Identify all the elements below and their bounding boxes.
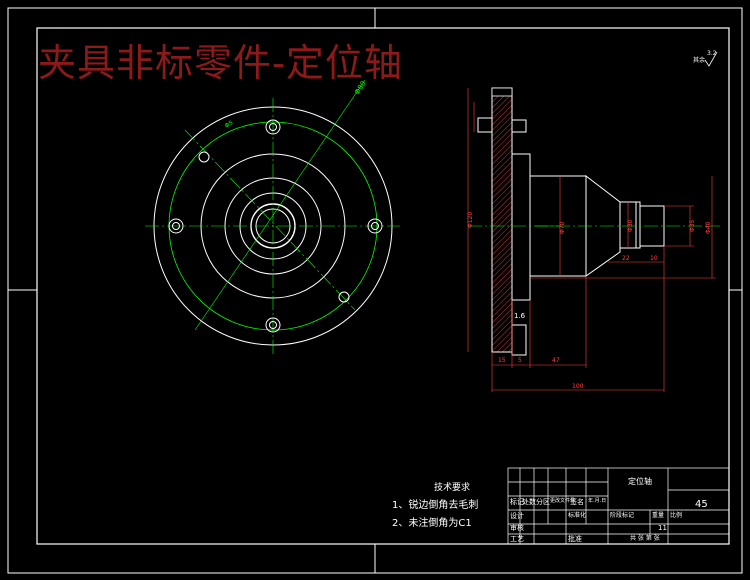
tb-cell-design: 设计 [510,512,524,520]
tb-cell-approve: 批准 [568,535,582,543]
bolt-holes [168,119,383,333]
flange-counterbore-bottom [511,324,527,356]
dim-step-len: 5 [518,357,522,364]
dim-flange-dia: Φ120 [467,212,474,228]
dim-seg-a: 22 [622,255,630,262]
flange-pin-hole-top [477,117,493,133]
hole-dim-label: Φ5 [224,119,235,129]
tb-cell-signature: 签名 [570,498,584,506]
dim-seg-b: 10 [650,255,658,262]
tb-cell-change-doc: 更改文件号 [550,498,576,504]
tech-req-title: 技术要求 [433,483,470,493]
tb-cell-stage: 阶段标记 [610,512,635,519]
bolt-hole-right-inner [371,222,379,230]
bolt-hole-bottom-inner [269,321,277,329]
dim-shaft-d1: Φ30 [627,219,634,232]
tb-part-name: 定位轴 [628,477,652,486]
dim-hub-dia: Φ70 [559,221,566,234]
flange-section [491,87,513,353]
pin-hole-lower-right [338,291,350,303]
inner-border [36,27,730,545]
dim-overall-len: 100 [572,383,584,390]
surface-mark-label: 1.6 [514,312,526,320]
bolt-hole-top [265,119,281,135]
bolt-hole-top-inner [269,123,277,131]
bolt-hole-left-inner [172,222,180,230]
dim-shaft-d3: Φ40 [705,221,712,234]
hub-step [511,153,531,301]
side-dimension-lines [467,88,716,392]
tb-cell-count: 处数 [522,498,536,506]
dim-shaft-d2: Φ35 [689,219,696,232]
technical-requirements: 技术要求 1、锐边倒角去毛刺 2、未注倒角为C1 [392,480,512,529]
front-view: Φ80 Φ5 [145,80,400,356]
tb-cell-sheets: 共 张 第 张 [630,535,660,542]
drawing-title-overlay: 夹具非标零件-定位轴 [38,41,403,85]
tb-cell-review: 审核 [510,524,524,532]
tech-req-item-2: 2、未注倒角为C1 [392,518,472,529]
tb-cell-weight: 重量 [652,512,665,519]
tb-cell-zone: 分区 [536,498,550,506]
tb-cell-process: 工艺 [510,535,524,543]
side-view: Φ120 Φ70 Φ30 Φ35 Φ40 15 5 47 100 22 10 1… [467,87,720,392]
tb-drawing-number: 45 [695,499,708,510]
diagonal-centerline-2 [184,129,356,311]
bolt-hole-left [168,218,184,234]
diagonal-centerline-pcd [194,79,366,331]
title-block-frame [507,467,730,545]
tech-req-item-1: 1、锐边倒角去毛刺 [392,500,479,511]
roughness-check-icon [704,51,718,67]
tb-sheet-count: 11 [658,524,667,532]
title-block [507,467,730,545]
roughness-value: 3.2 [707,50,717,57]
outer-border [7,7,743,574]
tb-cell-mark: 标记 [510,498,524,506]
flange-counterbore-top [511,119,527,133]
tb-cell-standard: 标准化 [568,512,587,519]
bolt-hole-right [367,218,383,234]
tb-cell-scale: 比例 [670,512,683,519]
roughness-note: 其余 3.2 [693,50,718,67]
flange-chamfer-top [491,87,513,97]
bolt-hole-bottom [265,317,281,333]
tb-cell-date: 年.月.日 [588,498,607,504]
pin-hole-upper-left [198,151,210,163]
dim-flange-thk: 15 [498,357,506,364]
dim-body-len: 47 [552,357,560,364]
taper-section [585,174,621,277]
roughness-label: 其余 [693,56,705,64]
